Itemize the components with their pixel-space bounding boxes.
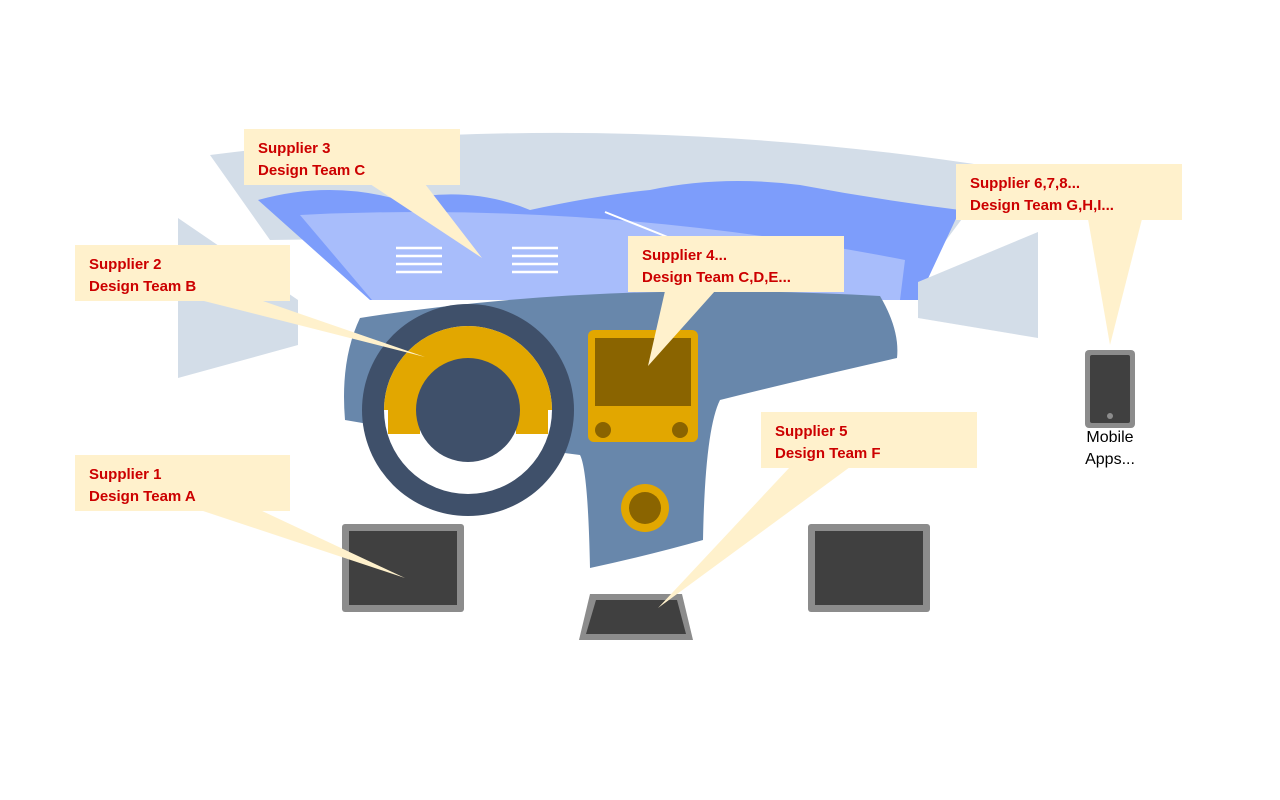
callout-pointer-3: [370, 184, 482, 258]
callout-supplier-3: Supplier 3 Design Team C: [244, 129, 482, 258]
callout-pointer-2: [200, 300, 425, 357]
callout-pointer-6: [1088, 219, 1142, 345]
callout-supplier-2: Supplier 2 Design Team B: [75, 245, 425, 357]
callout-box-6: [956, 164, 1182, 220]
steering-spoke-right: [516, 392, 548, 434]
steering-hub: [416, 358, 520, 462]
rear-screen-right: [808, 524, 930, 612]
callout-team-label: Design Team F: [775, 445, 881, 462]
callout-box-3: [244, 129, 460, 185]
callout-supplier-label: Supplier 3: [258, 140, 331, 157]
callout-team-label: Design Team G,H,I...: [970, 197, 1114, 214]
callout-supplier-label: Supplier 5: [775, 423, 848, 440]
callout-box-2: [75, 245, 290, 301]
callout-box-4: [628, 236, 844, 292]
center-console: [588, 330, 698, 532]
windshield-road-line: [604, 211, 676, 241]
callout-supplier-label: Supplier 6,7,8...: [970, 175, 1080, 192]
callout-pointer-4: [648, 291, 715, 366]
callout-pointer-1: [200, 510, 405, 578]
console-knob-right: [672, 422, 688, 438]
callout-supplier-label: Supplier 4...: [642, 247, 727, 264]
callout-supplier-label: Supplier 2: [89, 256, 162, 273]
callout-supplier-6: Supplier 6,7,8... Design Team G,H,I...: [956, 164, 1182, 345]
callout-supplier-5: Supplier 5 Design Team F: [658, 412, 977, 608]
callout-team-label: Design Team C: [258, 162, 365, 179]
callout-box-1: [75, 455, 290, 511]
mobile-apps-label-line2: Apps...: [1085, 451, 1135, 468]
callout-box-5: [761, 412, 977, 468]
infotainment-screen: [595, 338, 691, 406]
callout-team-label: Design Team B: [89, 278, 196, 295]
steering-spoke-left: [388, 392, 420, 434]
right-side-window: [918, 232, 1038, 338]
lower-console-screen: [579, 594, 693, 640]
phone-icon: [1085, 350, 1135, 428]
console-knob-left: [595, 422, 611, 438]
callout-supplier-1: Supplier 1 Design Team A: [75, 455, 405, 578]
callout-team-label: Design Team A: [89, 488, 196, 505]
callout-supplier-label: Supplier 1: [89, 466, 162, 483]
hud-display-left: [396, 246, 442, 274]
callout-team-label: Design Team C,D,E...: [642, 269, 791, 286]
callout-pointer-5: [658, 467, 850, 608]
hud-display-right: [512, 246, 558, 274]
mobile-apps-label-line1: Mobile: [1086, 429, 1133, 446]
rear-screen-left: [342, 524, 464, 612]
steering-wheel: [362, 304, 574, 516]
callout-supplier-4: Supplier 4... Design Team C,D,E...: [628, 236, 844, 366]
console-dial-inner: [629, 492, 661, 524]
